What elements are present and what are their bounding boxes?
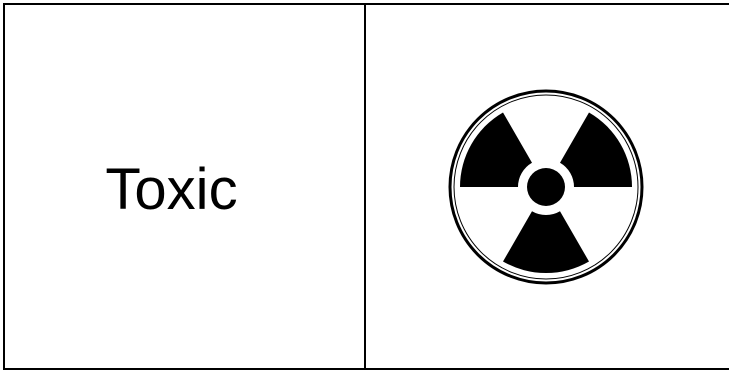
hazard-symbol-cell <box>366 5 729 368</box>
hazard-label-cell: Toxic <box>5 5 366 368</box>
hazard-table: Toxic <box>3 3 729 370</box>
radiation-trefoil-icon <box>448 89 644 285</box>
hazard-label: Toxic <box>105 157 238 222</box>
